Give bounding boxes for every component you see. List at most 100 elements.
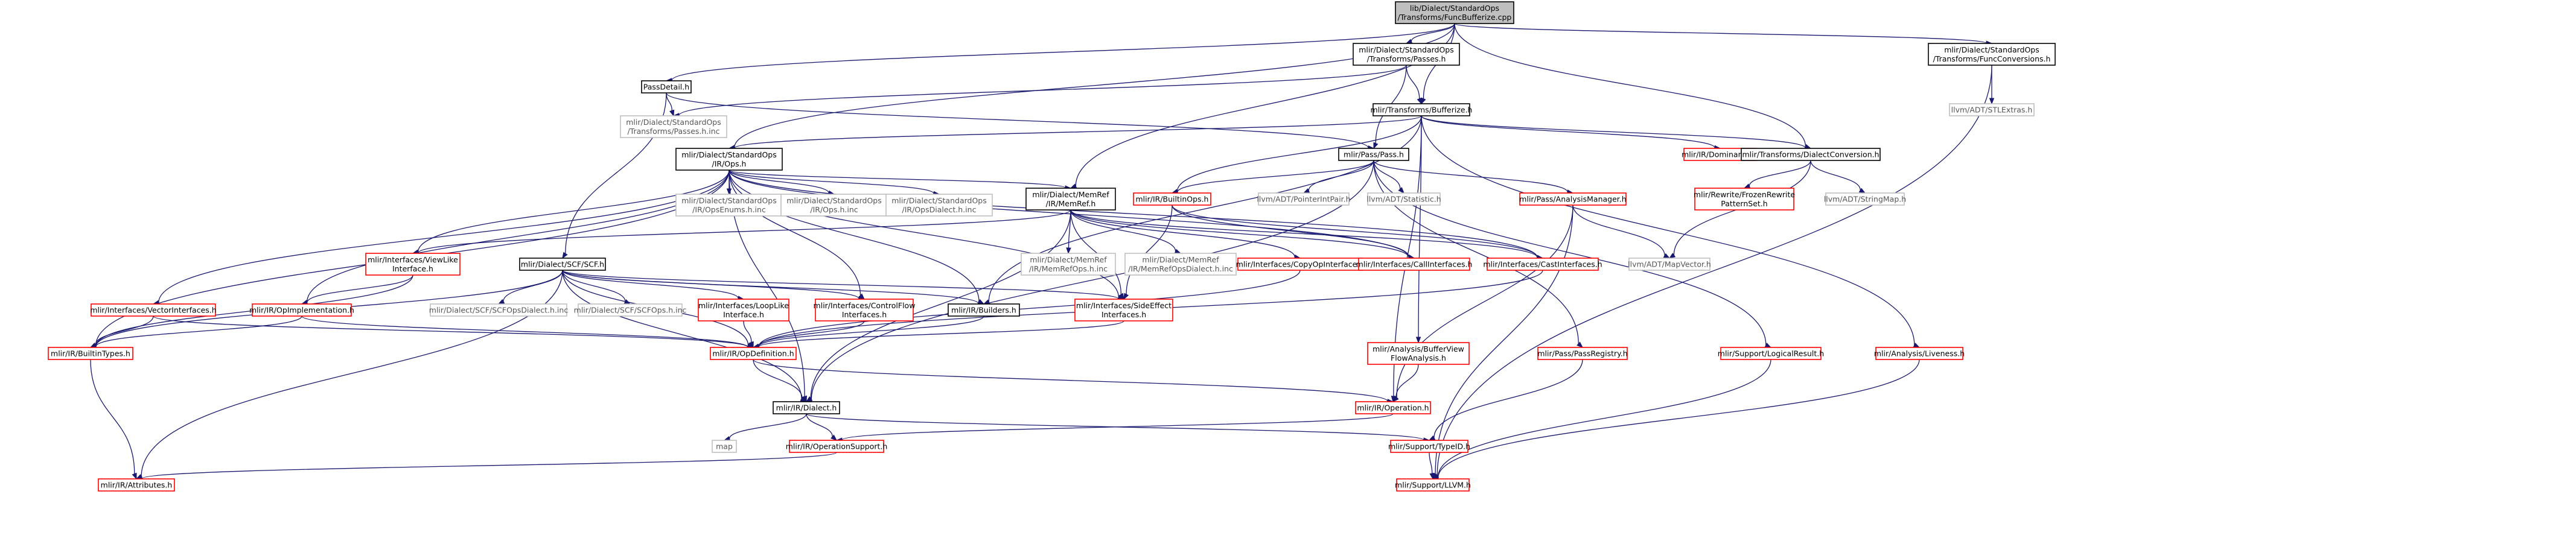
arrowhead	[805, 396, 813, 402]
edge-line	[90, 359, 135, 474]
header-node-operation_h[interactable]: mlir/IR/Operation.h	[1355, 401, 1431, 414]
header-node-passregistry[interactable]: mlir/Pass/PassRegistry.h	[1537, 347, 1628, 360]
header-node-logicalresult[interactable]: mlir/Support/LogicalResult.h	[1718, 347, 1824, 360]
edge-line	[1418, 115, 1422, 338]
header-node-passes_inc: mlir/Dialect/StandardOps/Transforms/Pass…	[620, 115, 727, 138]
header-node-std_passes[interactable]: mlir/Dialect/StandardOps/Transforms/Pass…	[1353, 43, 1460, 66]
header-node-builders[interactable]: mlir/IR/Builders.h	[948, 303, 1020, 317]
node-label: mlir/Transforms/Bufferize.h	[1371, 106, 1473, 115]
header-node-passdetail[interactable]: PassDetail.h	[641, 80, 692, 93]
header-node-llvm_h[interactable]: mlir/Support/LLVM.h	[1395, 478, 1471, 492]
header-node-dialectconv[interactable]: mlir/Transforms/DialectConversion.h	[1741, 148, 1881, 161]
edge-line	[806, 413, 833, 437]
node-label: mlir/Pass/PassRegistry.h	[1537, 349, 1627, 358]
header-node-liveness[interactable]: mlir/Analysis/Liveness.h	[1874, 347, 1965, 360]
edge-line	[728, 169, 934, 194]
arrowhead	[1392, 395, 1398, 403]
node-label: /Transforms/FuncBufferize.cpp	[1398, 13, 1512, 22]
header-node-scf_h[interactable]: mlir/Dialect/SCF/SCF.h	[519, 258, 606, 271]
dependency-edge-std_passes-to-bufferize	[1406, 65, 1422, 105]
node-label: llvm/ADT/MapVector.h	[1628, 260, 1711, 269]
header-node-ops_h[interactable]: mlir/Dialect/StandardOps/IR/Ops.h	[675, 148, 783, 171]
dependency-edge-scf_h-to-attributes	[135, 270, 563, 480]
dependency-edge-controlflow-to-opdefinition	[752, 320, 865, 349]
edge-line	[1435, 204, 1573, 474]
edge-line	[728, 169, 1538, 258]
edge-line	[1810, 160, 1861, 191]
header-node-dialect_h[interactable]: mlir/IR/Dialect.h	[773, 401, 840, 414]
header-node-builtinops[interactable]: mlir/IR/BuiltinOps.h	[1133, 192, 1211, 206]
node-label: PatternSet.h	[1721, 199, 1767, 208]
edge-line	[95, 315, 154, 346]
edge-line	[562, 270, 626, 302]
dependency-edge-analysismanager-to-mapvector	[1572, 204, 1671, 259]
node-label: mlir/Dialect/MemRef	[1030, 255, 1107, 264]
header-node-opimpl[interactable]: mlir/IR/OpImplementation.h	[249, 303, 354, 317]
header-node-pass_h[interactable]: mlir/Pass/Pass.h	[1338, 148, 1409, 161]
edge-line	[1126, 204, 1173, 294]
dependency-edge-ops_h-to-ops_inc	[728, 169, 835, 195]
header-node-attributes[interactable]: mlir/IR/Attributes.h	[98, 478, 175, 492]
header-node-typeid[interactable]: mlir/Support/TypeID.h	[1388, 440, 1470, 453]
edge-line	[1429, 452, 1433, 474]
header-node-analysismanager[interactable]: mlir/Pass/AnalysisManager.h	[1519, 192, 1627, 206]
header-node-bufferize[interactable]: mlir/Transforms/Bufferize.h	[1371, 103, 1473, 116]
dependency-edge-scf_h-to-controlflow	[562, 270, 866, 302]
node-label: /Transforms/Passes.h	[1367, 54, 1446, 63]
node-label: mlir/Transforms/DialectConversion.h	[1742, 150, 1879, 159]
node-box	[675, 148, 783, 171]
header-node-funcconv[interactable]: mlir/Dialect/StandardOps/Transforms/Func…	[1928, 43, 2056, 66]
edge-line	[1070, 209, 1295, 258]
header-node-ops_inc: mlir/Dialect/StandardOps/IR/Ops.h.inc	[780, 194, 888, 217]
edge-line	[678, 65, 1407, 116]
node-box	[1355, 401, 1431, 414]
node-label: mlir/IR/Dialect.h	[776, 404, 837, 413]
arrowhead	[1118, 293, 1124, 300]
header-node-callinterfaces[interactable]: mlir/Interfaces/CallInterfaces.h	[1356, 258, 1473, 271]
header-node-builtintypes[interactable]: mlir/IR/BuiltinTypes.h	[48, 347, 133, 360]
node-label: /Transforms/Passes.h.inc	[627, 127, 719, 136]
node-box	[1875, 347, 1963, 360]
node-label: mlir/Interfaces/VectorInterfaces.h	[90, 306, 216, 315]
edge-line	[811, 160, 1374, 400]
node-label: lib/Dialect/StandardOps	[1410, 4, 1499, 13]
header-node-opsupport[interactable]: mlir/IR/OperationSupport.h	[786, 440, 888, 453]
edge-line	[1373, 160, 1401, 189]
edge-line	[1070, 209, 1409, 258]
edge-line	[734, 23, 1455, 148]
header-node-castinterfaces[interactable]: mlir/Interfaces/CastInterfaces.h	[1483, 258, 1602, 271]
node-label: mlir/Dialect/MemRef	[1032, 190, 1109, 199]
arrowhead	[1577, 341, 1584, 348]
dependency-edge-pass_h-to-statistic	[1373, 160, 1404, 194]
header-node-memrefops_inc: mlir/Dialect/MemRef/IR/MemRefOps.h.inc	[1021, 253, 1116, 276]
node-box	[1628, 258, 1710, 271]
edge-line	[728, 169, 980, 302]
header-node-root[interactable]: lib/Dialect/StandardOps/Transforms/FuncB…	[1395, 1, 1514, 24]
header-node-statistic: llvm/ADT/Statistic.h	[1366, 192, 1441, 206]
edge-line	[1454, 23, 1806, 147]
arrowhead	[1398, 187, 1404, 194]
node-box	[1519, 192, 1627, 206]
edge-line	[1454, 23, 1987, 44]
node-label: mlir/IR/OperationSupport.h	[786, 442, 888, 451]
edge-line	[1438, 359, 1920, 478]
header-node-stringmap: llvm/ADT/StringMap.h	[1824, 192, 1906, 206]
edge-line	[1172, 204, 1538, 258]
dependency-edge-operation_h-to-opsupport	[835, 413, 1394, 443]
header-node-vectorinterfaces[interactable]: mlir/Interfaces/VectorInterfaces.h	[90, 303, 217, 317]
header-node-opdefinition[interactable]: mlir/IR/OpDefinition.h	[710, 347, 797, 360]
node-box	[1390, 440, 1468, 453]
edge-line	[1070, 209, 1122, 295]
header-node-memref_h[interactable]: mlir/Dialect/MemRef/IR/MemRef.h	[1025, 188, 1116, 211]
node-label: llvm/ADT/Statistic.h	[1366, 195, 1441, 204]
arrowhead	[748, 341, 754, 349]
node-label: mlir/IR/Builders.h	[951, 306, 1016, 315]
dependency-edge-pass_h-to-passregistry	[1373, 160, 1584, 348]
header-node-copyop[interactable]: mlir/Interfaces/CopyOpInterface.h	[1236, 258, 1365, 271]
